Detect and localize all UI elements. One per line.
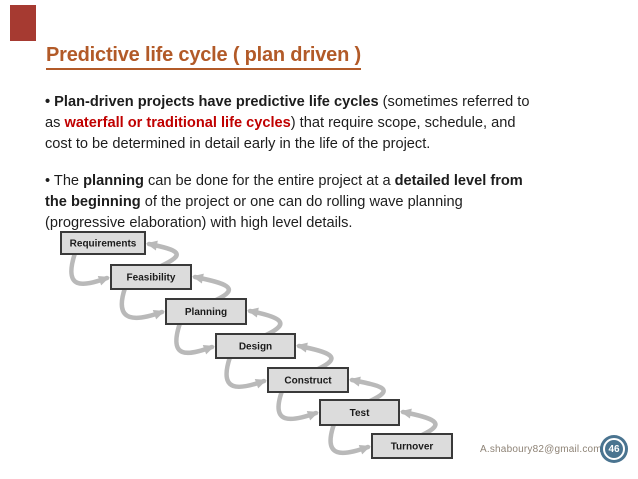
cycle-arrow-forward — [328, 421, 371, 456]
phase-label: Test — [350, 408, 370, 419]
bold-text: • Plan-driven projects have predictive l… — [45, 94, 379, 110]
phase-box-planning — [165, 298, 247, 325]
cycle-arrow-backward — [349, 376, 386, 404]
corner-accent-bar — [10, 5, 36, 41]
phase-box-requirements — [60, 231, 146, 255]
cycle-arrow-forward — [276, 388, 319, 422]
cycle-arrow-backward — [296, 342, 334, 372]
phase-box-test — [319, 399, 400, 426]
plain-text: ) that require scope, schedule, and — [290, 115, 516, 131]
phase-label: Turnover — [391, 442, 434, 453]
phase-box-turnover — [371, 433, 453, 459]
phase-label: Feasibility — [127, 273, 176, 284]
cycle-arrow-backward — [192, 273, 232, 303]
text-line: • The planning can be done for the entir… — [45, 171, 615, 192]
phase-label: Planning — [185, 307, 227, 318]
cycle-arrow-forward — [119, 285, 165, 321]
plain-text: of the project or one can do rolling wav… — [140, 194, 463, 210]
plain-text: (sometimes referred to — [378, 94, 530, 110]
cycle-arrow-forward — [69, 250, 110, 286]
plain-text: cost to be determined in detail early in… — [45, 136, 431, 152]
plain-text: • The — [45, 173, 84, 189]
slide-title: Predictive life cycle ( plan driven ) — [46, 44, 361, 70]
phase-box-feasibility — [110, 264, 192, 290]
cycle-arrow-backward — [146, 240, 179, 269]
plain-text: (progressive elaboration) with high leve… — [45, 215, 353, 231]
author-email: A.shaboury82@gmail.com — [480, 444, 602, 455]
phase-box-design — [215, 333, 296, 359]
cycle-arrow-forward — [174, 320, 215, 356]
bold-text: the beginning — [45, 194, 141, 210]
phase-label: Requirements — [70, 239, 137, 250]
phase-label: Construct — [284, 376, 332, 387]
page-number-badge: 46 — [600, 435, 628, 463]
cycle-arrow-backward — [400, 408, 438, 438]
phase-label: Design — [239, 342, 272, 353]
text-line: as waterfall or traditional life cycles)… — [45, 113, 615, 134]
red-emphasis-text: waterfall or traditional life cycles — [64, 115, 291, 131]
slide-title-text: Predictive life cycle ( plan driven ) — [46, 44, 361, 70]
slide-body-text: • Plan-driven projects have predictive l… — [45, 92, 615, 234]
phase-box-construct — [267, 367, 349, 393]
paragraph: • The planning can be done for the entir… — [45, 171, 615, 234]
page-number: 46 — [603, 438, 625, 460]
plain-text: as — [45, 115, 65, 131]
bold-text: detailed level from — [394, 173, 523, 189]
cycle-arrow-forward — [224, 354, 267, 390]
waterfall-lifecycle-diagram: RequirementsFeasibilityPlanningDesignCon… — [60, 231, 453, 459]
plain-text: can be done for the entire project at a — [143, 173, 395, 189]
text-line: (progressive elaboration) with high leve… — [45, 213, 615, 234]
cycle-arrow-backward — [247, 307, 283, 338]
paragraph: • Plan-driven projects have predictive l… — [45, 92, 615, 155]
text-line: cost to be determined in detail early in… — [45, 134, 615, 155]
text-line: the beginning of the project or one can … — [45, 192, 615, 213]
bold-text: planning — [83, 173, 144, 189]
text-line: • Plan-driven projects have predictive l… — [45, 92, 615, 113]
